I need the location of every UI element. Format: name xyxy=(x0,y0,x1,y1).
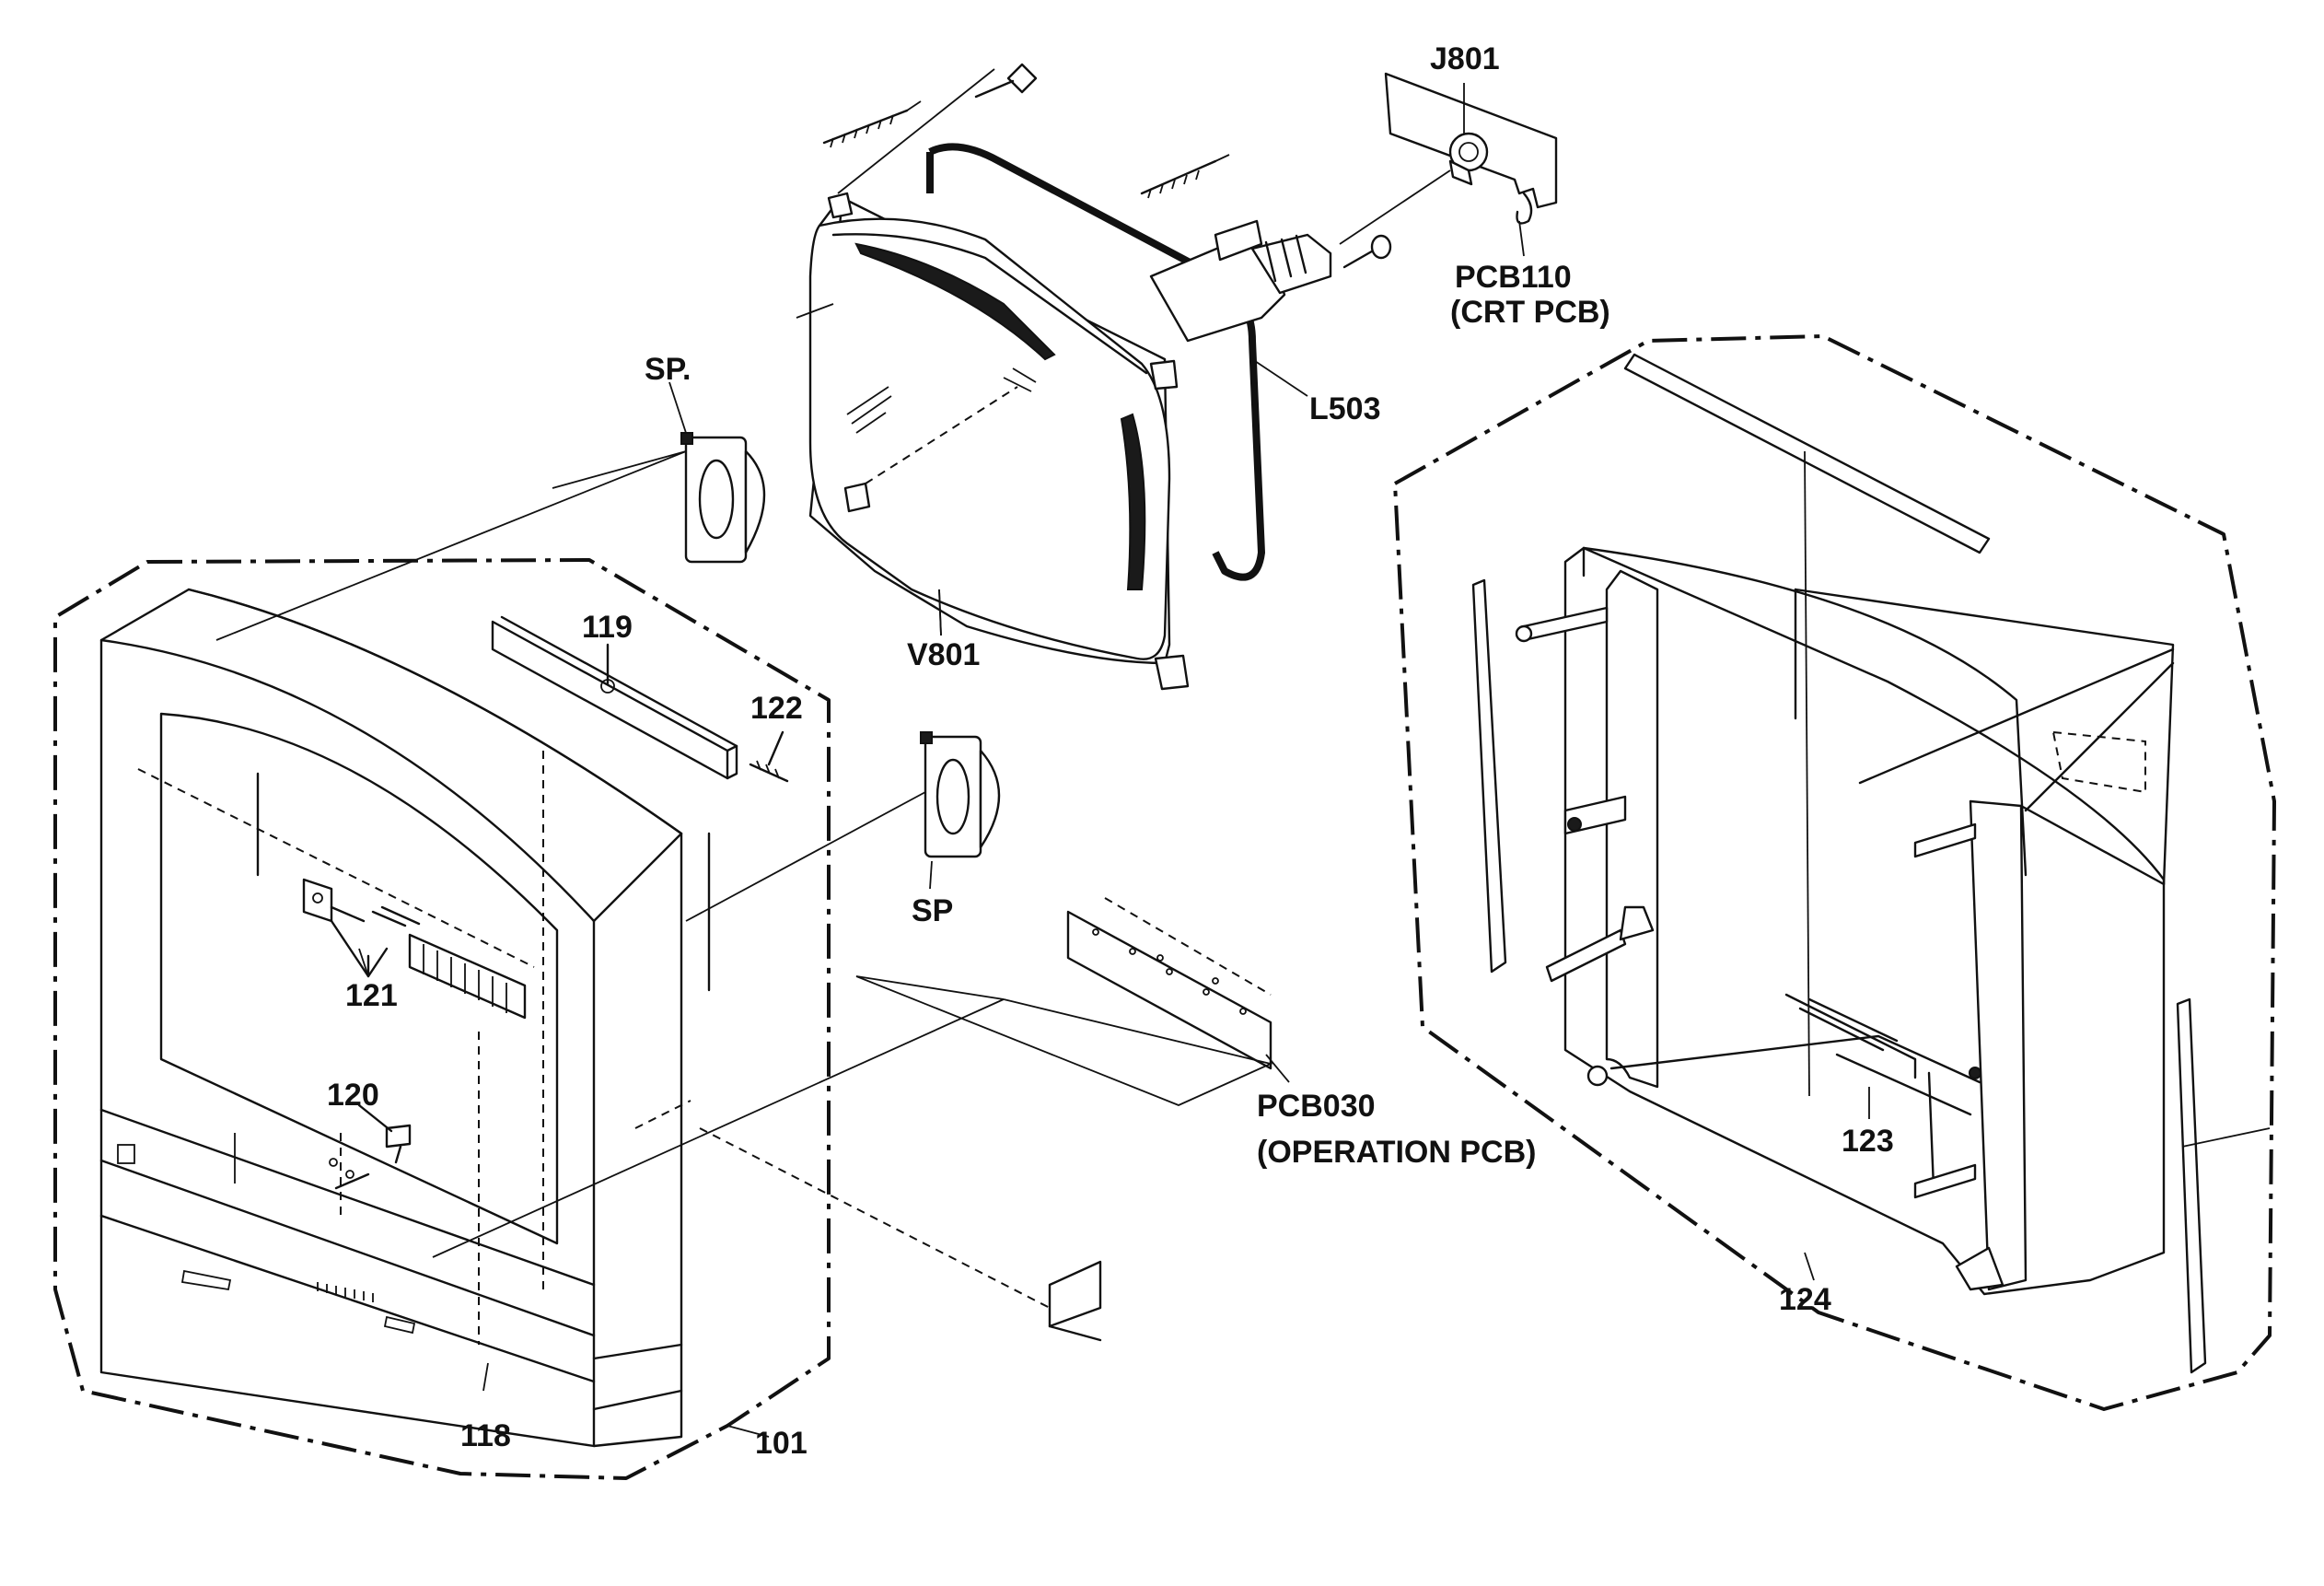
label-101: 101 xyxy=(755,1426,808,1461)
label-120: 120 xyxy=(327,1078,379,1113)
small-bracket xyxy=(699,1127,1102,1342)
label-pcb030-desc: (OPERATION PCB) xyxy=(1257,1135,1536,1170)
label-l503: L503 xyxy=(1309,391,1381,426)
label-pcb110: PCB110 xyxy=(1455,260,1572,295)
label-122: 122 xyxy=(750,691,803,726)
label-121: 121 xyxy=(345,978,398,1013)
label-pcb110-desc: (CRT PCB) xyxy=(1450,295,1610,330)
front-cabinet-assembly xyxy=(53,558,831,1480)
bracket-121 xyxy=(302,878,527,1020)
label-118: 118 xyxy=(460,1418,511,1453)
label-v801: V801 xyxy=(907,637,980,672)
lever-120 xyxy=(329,1103,412,1190)
crt-tube-v801 xyxy=(796,143,1332,691)
rear-cabinet-boundary xyxy=(1393,334,2276,1411)
crt-mounting-screws xyxy=(822,63,1392,269)
front-cabinet-screen-window xyxy=(159,712,559,1245)
label-119: 119 xyxy=(582,610,633,645)
speaker-grille-bar-119 xyxy=(491,615,738,780)
pcb030-operation-pcb xyxy=(432,897,1290,1258)
label-123: 123 xyxy=(1842,1124,1894,1159)
screw-122 xyxy=(749,730,789,783)
front-cabinet-boundary xyxy=(53,558,831,1480)
label-124: 124 xyxy=(1779,1282,1831,1317)
pcb110-crt-pcb xyxy=(1339,72,1558,257)
label-j801: J801 xyxy=(1430,41,1500,76)
speaker-top xyxy=(215,381,766,641)
label-pcb030: PCB030 xyxy=(1257,1089,1376,1124)
label-sp-middle: SP xyxy=(912,893,953,928)
power-button xyxy=(117,1144,135,1164)
speaker-middle xyxy=(685,731,1001,922)
rear-cabinet-assembly xyxy=(1393,334,2276,1411)
label-sp-top: SP. xyxy=(645,352,691,387)
